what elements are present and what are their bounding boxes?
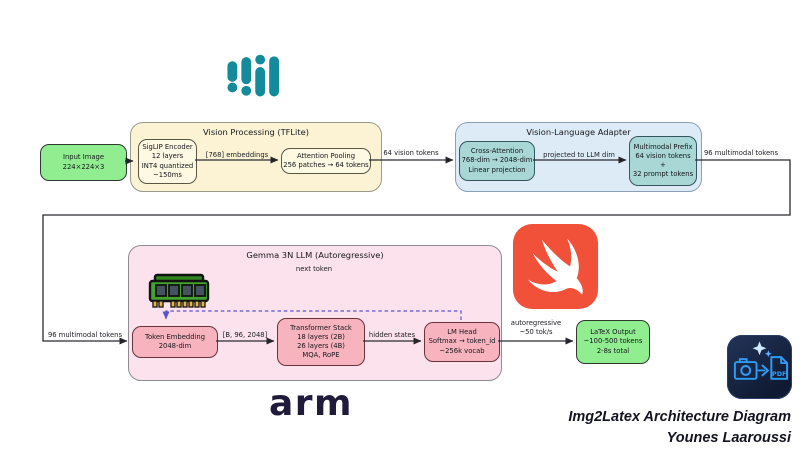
node-line: 768-dim → 2048-dim — [461, 156, 533, 165]
node-line: 32 prompt tokens — [632, 170, 694, 179]
node-line: MQA, RoPE — [302, 351, 340, 360]
node-attention-pooling: Attention Pooling 256 patches → 64 token… — [281, 148, 371, 174]
node-input-image: Input Image 224×224×3 — [40, 144, 127, 181]
edge-label-line: autoregressive — [510, 319, 562, 327]
node-cross-attention: Cross-Attention 768-dim → 2048-dim Linea… — [459, 141, 535, 181]
node-line: Cross-Attention — [470, 147, 524, 156]
container-title: Vision-Language Adapter — [526, 127, 631, 137]
credit-block: Img2Latex Architecture Diagram Younes La… — [568, 407, 791, 449]
node-line: 2048-dim — [158, 342, 192, 350]
node-line: 2-8s total — [596, 346, 630, 355]
node-latex-output: LaTeX Output ~100-500 tokens 2-8s total — [576, 320, 650, 364]
edge-label-hidden-states: hidden states — [368, 331, 416, 339]
edge-label-embeddings: [768] embeddings — [205, 151, 269, 159]
credit-author: Younes Laaroussi — [666, 430, 791, 447]
credit-title: Img2Latex Architecture Diagram — [568, 409, 791, 425]
node-line: Token Embedding — [144, 332, 206, 341]
node-line: Multimodal Prefix — [633, 142, 693, 151]
edge-label-line: ~50 tok/s — [519, 328, 553, 337]
container-title: Gemma 3N LLM (Autoregressive) — [246, 250, 384, 260]
node-transformer-stack: Transformer Stack 18 layers (2B) 26 laye… — [277, 318, 365, 366]
node-line: ~150ms — [153, 170, 182, 179]
node-line: LM Head — [447, 328, 477, 337]
litert-logo-icon — [227, 54, 279, 97]
node-line: Linear projection — [468, 165, 526, 174]
edge-label-multimodal-top: 96 multimodal tokens — [703, 149, 779, 157]
node-multimodal-prefix: Multimodal Prefix 64 vision tokens + 32 … — [629, 136, 697, 186]
node-line: Softmax → token_id — [428, 337, 496, 346]
node-line: 18 layers (2B) — [297, 332, 345, 341]
edge-label-batch-shape: [B, 96, 2048] — [222, 331, 268, 339]
node-line: INT4 quantized — [141, 161, 194, 170]
node-lm-head: LM Head Softmax → token_id ~256k vocab — [424, 322, 500, 362]
node-line: 26 layers (4B) — [297, 342, 345, 350]
node-line: 64 vision tokens — [635, 151, 691, 160]
node-line: SigLIP Encoder — [142, 143, 193, 152]
edge-label-multimodal-left: 96 multimodal tokens — [47, 331, 123, 339]
next-token-label: next token — [295, 265, 333, 273]
edge-label-vision-tokens: 64 vision tokens — [383, 149, 439, 157]
container-title: Vision Processing (TFLite) — [203, 127, 309, 137]
camera-to-pdf-icon: PDF — [733, 341, 789, 380]
node-siglip-encoder: SigLIP Encoder 12 layers INT4 quantized … — [138, 139, 197, 184]
img2latex-app-icon: PDF — [727, 335, 792, 399]
node-line: Attention Pooling — [296, 151, 356, 160]
edge-label-autoregressive: autoregressive ~50 tok/s — [511, 319, 561, 337]
node-line: Input Image — [62, 153, 105, 162]
arm-logo: arm — [269, 383, 354, 424]
node-line: LaTeX Output — [590, 328, 636, 337]
node-line: 256 patches → 64 tokens — [283, 161, 369, 169]
node-line: + — [660, 161, 666, 169]
node-line: ~256k vocab — [439, 346, 485, 355]
edge-label-projected: projected to LLM dim — [543, 151, 615, 159]
node-line: 224×224×3 — [62, 162, 105, 171]
node-line: Transformer Stack — [290, 323, 352, 332]
swift-logo-icon — [512, 223, 599, 310]
node-token-embedding: Token Embedding 2048-dim — [132, 326, 218, 358]
pdf-badge-text: PDF — [772, 370, 786, 378]
ram-icon — [148, 273, 210, 308]
node-line: ~100-500 tokens — [583, 337, 643, 346]
node-line: 12 layers — [151, 152, 184, 161]
